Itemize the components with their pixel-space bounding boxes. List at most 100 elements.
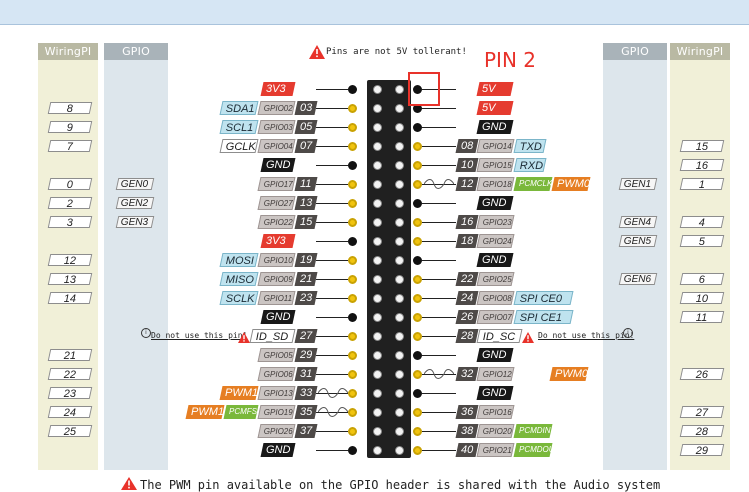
left-pin-lead bbox=[348, 142, 357, 151]
left-gpio-name: GPIO22 bbox=[257, 215, 296, 229]
left-pin-lead bbox=[348, 180, 357, 189]
warning-triangle-icon bbox=[238, 330, 250, 343]
left-pin-number-text: 03 bbox=[300, 102, 313, 114]
right-gpio-name: GPIO14 bbox=[476, 139, 515, 153]
right-wiringpi-number-text: 10 bbox=[695, 293, 708, 305]
left-gpio-name: GPIO03 bbox=[257, 120, 296, 134]
right-wiringpi-number: 16 bbox=[679, 159, 725, 172]
left-pin-number-text: 35 bbox=[300, 406, 313, 418]
right-function-label: SPI CE0 bbox=[513, 291, 574, 305]
left-gpio-name-text: GPIO22 bbox=[263, 218, 293, 227]
right-pin-number: 38 bbox=[455, 424, 479, 438]
right-function-label-text: RXD bbox=[519, 160, 544, 172]
right-ground-label-text: GND bbox=[482, 121, 507, 133]
right-pin-number: 32 bbox=[455, 367, 479, 381]
left-pin-number: 21 bbox=[294, 272, 318, 286]
left-pcm-label-text: PCMFS bbox=[229, 407, 257, 416]
right-gen-label: GEN5 bbox=[618, 235, 658, 247]
left-function-label-text: SCL1 bbox=[225, 122, 254, 134]
right-pin-number-text: 28 bbox=[461, 330, 474, 342]
right-ground-label-text: GND bbox=[482, 349, 507, 361]
left-gpio-name: GPIO04 bbox=[257, 139, 296, 153]
right-ground-label-text: GND bbox=[482, 197, 507, 209]
left-pin-lead bbox=[348, 351, 357, 360]
left-pin-wire bbox=[316, 355, 348, 356]
note-do-not-use: Do not use this pin! bbox=[151, 331, 248, 340]
right-gpio-name-text: GPIO20 bbox=[482, 427, 512, 436]
left-pin-number: 19 bbox=[294, 253, 318, 267]
right-pin-wire bbox=[422, 146, 456, 147]
header-pin-dot bbox=[395, 351, 404, 360]
header-pin-dot bbox=[373, 199, 382, 208]
right-pin-number-text: 10 bbox=[461, 159, 474, 171]
right-pin-number: 40 bbox=[455, 443, 479, 457]
left-gpio-name: GPIO05 bbox=[257, 348, 296, 362]
left-pin-number: 29 bbox=[294, 348, 318, 362]
left-gpio-name-text: GPIO26 bbox=[263, 427, 293, 436]
left-gpio-name: GPIO27 bbox=[257, 196, 296, 210]
right-pin-lead bbox=[413, 332, 422, 341]
left-pin-lead bbox=[348, 408, 357, 417]
right-gpio-name: GPIO20 bbox=[476, 424, 515, 438]
header-pin-dot bbox=[373, 427, 382, 436]
left-pin-lead bbox=[348, 446, 357, 455]
left-pin-lead bbox=[348, 370, 357, 379]
left-gen-label-text: GEN0 bbox=[121, 179, 149, 190]
left-ground-label: GND bbox=[260, 310, 296, 324]
right-pin-wire bbox=[422, 355, 456, 356]
note-do-not-use: Do not use this pin! bbox=[538, 331, 635, 340]
left-pin-lead bbox=[348, 256, 357, 265]
left-pin-number-text: 15 bbox=[300, 216, 313, 228]
right-pin-lead bbox=[413, 427, 422, 436]
right-pin-lead bbox=[413, 389, 422, 398]
right-pin-lead bbox=[413, 313, 422, 322]
right-pin-lead bbox=[413, 256, 422, 265]
left-pin-number: 33 bbox=[294, 386, 318, 400]
right-wiringpi-number: 26 bbox=[679, 368, 725, 381]
right-gpio-name: GPIO08 bbox=[476, 291, 515, 305]
right-pin-number-text: 32 bbox=[461, 368, 474, 380]
header-pin-dot bbox=[395, 427, 404, 436]
left-gpio-name-text: GPIO17 bbox=[263, 180, 293, 189]
right-pin-wire bbox=[422, 241, 456, 242]
header-pin-dot bbox=[373, 370, 382, 379]
right-ground-label: GND bbox=[476, 253, 514, 267]
right-pin-lead bbox=[413, 123, 422, 132]
left-pin-wire bbox=[316, 203, 348, 204]
right-gpio-name: GPIO24 bbox=[476, 234, 515, 248]
right-pwm-label-text: PWM0 bbox=[555, 368, 588, 380]
header-pin-dot bbox=[373, 161, 382, 170]
left-wiringpi-number: 7 bbox=[47, 140, 93, 153]
left-pin-wire bbox=[316, 127, 348, 128]
left-power-label-text: 3V3 bbox=[266, 235, 286, 247]
left-wiringpi-number-text: 7 bbox=[66, 141, 73, 153]
left-pin-number-text: 11 bbox=[300, 178, 312, 190]
left-gpio-name-text: GPIO10 bbox=[263, 256, 293, 265]
right-pin-number-text: 12 bbox=[461, 178, 474, 190]
right-pin-number: 12 bbox=[455, 177, 479, 191]
header-pin-dot bbox=[395, 85, 404, 94]
right-pin-lead bbox=[413, 142, 422, 151]
header-pin-dot bbox=[395, 161, 404, 170]
left-gen-label-text: GEN2 bbox=[121, 198, 149, 209]
right-pin-lead bbox=[413, 294, 422, 303]
right-pin-number-text: 16 bbox=[461, 216, 474, 228]
right-gpio-name-text: GPIO14 bbox=[482, 142, 512, 151]
left-pin-number: 05 bbox=[294, 120, 318, 134]
left-power-label: 3V3 bbox=[260, 82, 296, 96]
left-pin-number: 35 bbox=[294, 405, 318, 419]
right-pin-lead bbox=[413, 218, 422, 227]
header-pin-dot bbox=[373, 142, 382, 151]
right-function-label: SPI CE1 bbox=[513, 310, 574, 324]
right-gpio-name: GPIO12 bbox=[476, 367, 515, 381]
left-function-label: ID_SD bbox=[249, 329, 296, 343]
header-pin-dot bbox=[373, 180, 382, 189]
header-pin-dot bbox=[373, 332, 382, 341]
left-pin-wire bbox=[316, 336, 348, 337]
header-pin-dot bbox=[395, 237, 404, 246]
left-gpio-name-text: GPIO13 bbox=[263, 389, 293, 398]
left-gpio-name: GPIO02 bbox=[257, 101, 296, 115]
wavy-link-icon bbox=[424, 369, 454, 379]
right-gpio-name: GPIO16 bbox=[476, 405, 515, 419]
left-pin-number: 15 bbox=[294, 215, 318, 229]
